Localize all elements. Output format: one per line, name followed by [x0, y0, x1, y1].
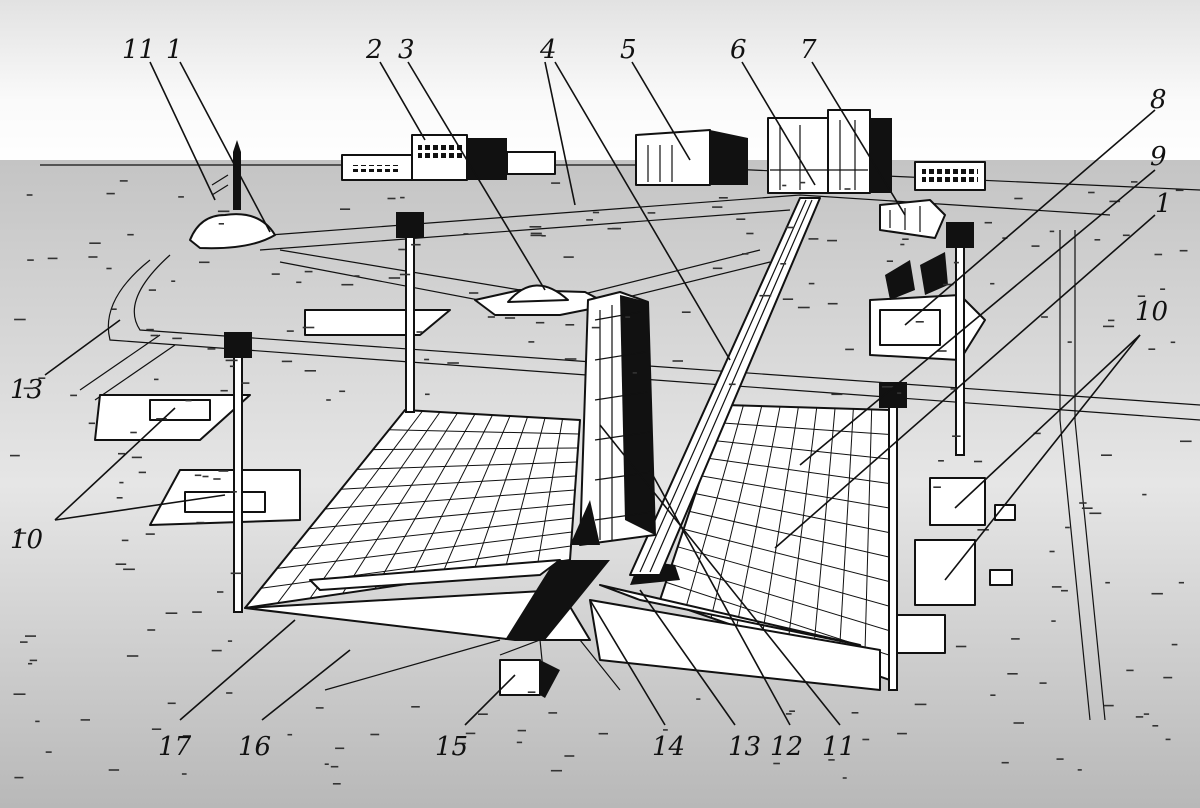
callout-2: 2 [365, 35, 383, 65]
building-2 [341, 134, 556, 181]
callout-11-top: 11 [122, 35, 155, 65]
callout-15: 15 [435, 732, 468, 762]
bunker [499, 659, 560, 698]
callout-6: 6 [730, 35, 747, 65]
right-pads [879, 477, 1016, 654]
callout-7: 7 [800, 35, 817, 65]
callout-3: 3 [398, 35, 415, 65]
building-6-7 [767, 109, 892, 194]
callout-10-right: 10 [1135, 297, 1168, 327]
callout-13-bottom: 13 [728, 732, 761, 762]
ground-texture [10, 180, 1192, 785]
sky [0, 0, 1200, 170]
callout-14: 14 [652, 732, 685, 762]
left-pads [94, 309, 451, 526]
callout-labels: 11 1 2 3 4 5 6 7 8 9 1 10 10 13 17 16 15… [10, 35, 1172, 762]
inner-road [279, 249, 771, 311]
building-5 [635, 129, 748, 186]
callout-5: 5 [620, 35, 637, 65]
callout-9: 9 [1150, 142, 1167, 172]
building-8 [879, 199, 946, 239]
callout-17: 17 [158, 732, 192, 762]
leader-lines [44, 61, 1156, 726]
callout-11-bottom: 11 [822, 732, 855, 762]
left-launch-pad [189, 140, 276, 250]
ring-road [107, 194, 1200, 421]
callout-8: 8 [1150, 85, 1167, 115]
callout-12: 12 [770, 732, 803, 762]
apron-left [244, 409, 581, 609]
building-far-right [914, 161, 986, 191]
callout-1-top: 1 [166, 35, 183, 65]
callout-4: 4 [539, 35, 557, 65]
callout-13-left: 13 [10, 375, 43, 405]
floodlight-masts [224, 212, 974, 691]
callout-10-left: 10 [10, 525, 43, 555]
side-roads [79, 230, 1106, 721]
callout-1-right: 1 [1155, 189, 1172, 219]
callout-16: 16 [238, 732, 271, 762]
service-tower [570, 291, 656, 546]
